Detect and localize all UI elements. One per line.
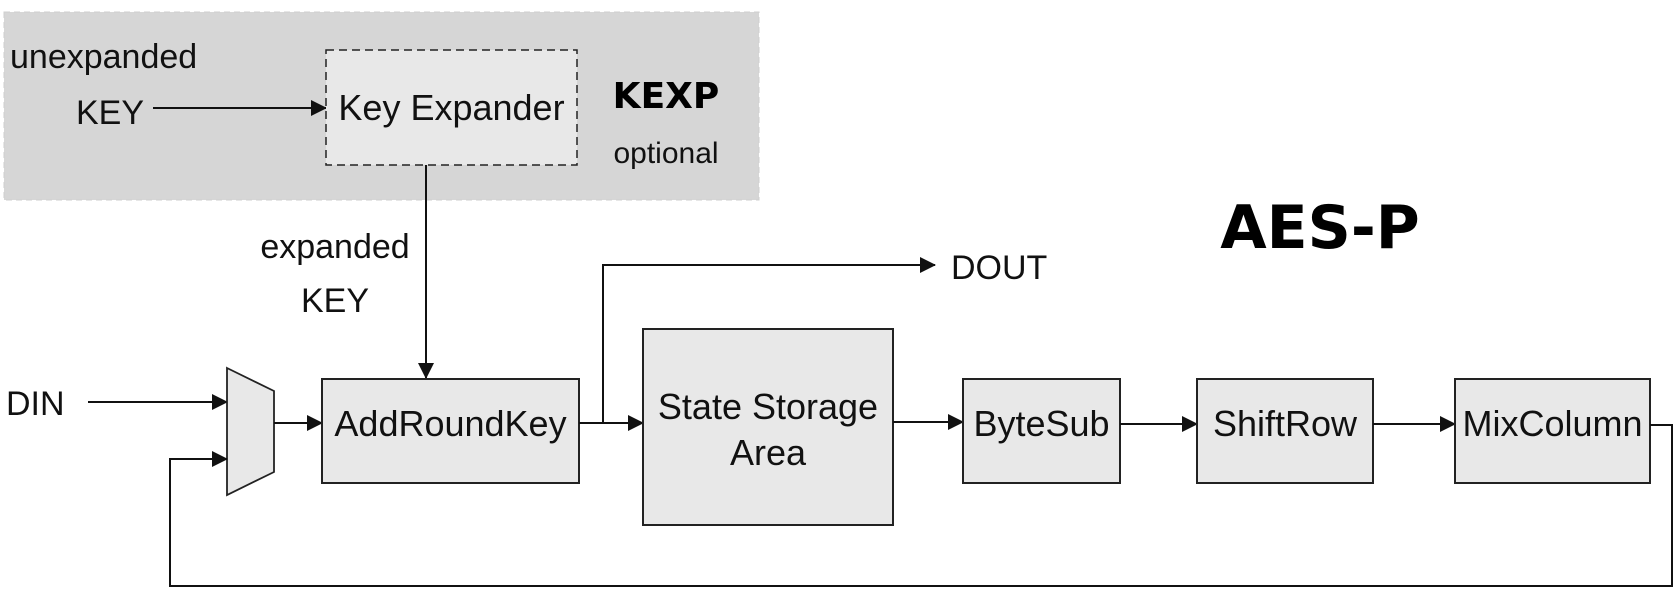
byte-sub-block xyxy=(962,378,1121,484)
kexp-optional-label: optional xyxy=(613,137,718,170)
key-expander-label: Key Expander xyxy=(338,87,564,128)
unexpanded-label: unexpanded xyxy=(10,38,197,76)
dout-arrow xyxy=(602,257,936,423)
expanded-label: expanded xyxy=(260,228,409,266)
kexp-title: KEXP xyxy=(613,76,720,117)
multiplexer xyxy=(226,366,275,497)
shift-row-label: ShiftRow xyxy=(1213,403,1358,444)
state-storage-label-line1: State Storage xyxy=(658,386,878,427)
feedback-loop-arrow xyxy=(169,424,1673,587)
unexpanded-key-label: KEY xyxy=(76,94,144,132)
key-expander-block xyxy=(325,49,578,166)
byte-sub-label: ByteSub xyxy=(973,403,1109,444)
dout-label: DOUT xyxy=(951,249,1047,287)
mix-column-label: MixColumn xyxy=(1462,403,1642,444)
expanded-key-label: KEY xyxy=(301,282,369,320)
mix-column-block xyxy=(1454,378,1651,484)
state-storage-label-line2: Area xyxy=(730,432,807,473)
add-round-key-label: AddRoundKey xyxy=(334,403,566,444)
add-round-key-block xyxy=(321,378,580,484)
state-storage-block xyxy=(642,328,894,526)
diagram-title: AES-P xyxy=(1220,193,1420,263)
din-label: DIN xyxy=(6,385,65,423)
shift-row-block xyxy=(1196,378,1374,484)
